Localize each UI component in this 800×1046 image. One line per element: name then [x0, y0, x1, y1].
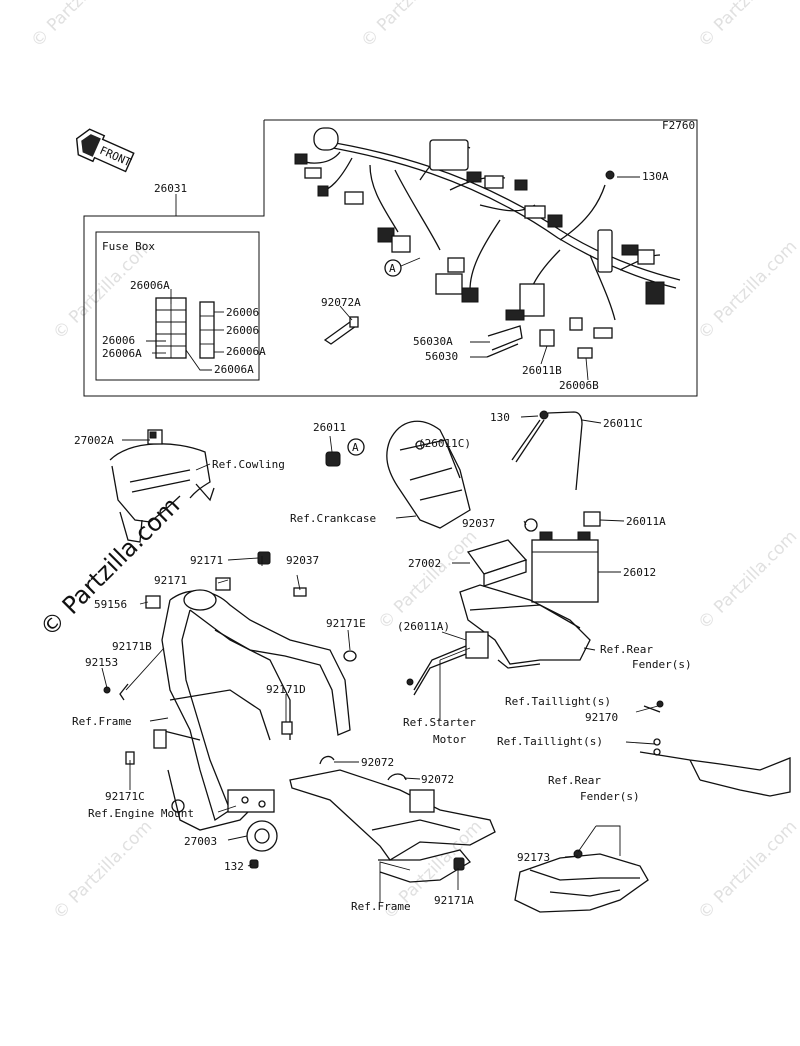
wiring-harness [294, 127, 681, 359]
cable-26011c [511, 410, 601, 527]
part-label-26006a-l: 26006A [102, 347, 142, 360]
rear-fender [514, 849, 649, 913]
watermarks: © Partzilla.com © Partzilla.com © Partzi… [27, 0, 800, 924]
watermark: © Partzilla.com [27, 0, 134, 52]
part-label-26006b: 26006B [559, 379, 599, 392]
part-label-26006-r1: 26006 [226, 306, 259, 319]
watermark: © Partzilla.com [694, 237, 800, 344]
part-label-92170: 92170 [585, 711, 618, 724]
leader-lines [101, 176, 659, 902]
part-label-ref-frame-1: Ref.Frame [72, 715, 132, 728]
part-label-26011c: 26011C [603, 417, 643, 430]
fuse-box-title: Fuse Box [102, 240, 155, 253]
frame-main [159, 589, 351, 831]
bracket-92072a [323, 316, 359, 345]
battery-26012 [531, 531, 599, 603]
part-label-26006-r2: 26006 [226, 324, 259, 337]
part-label-92171-a: 92171 [190, 554, 223, 567]
part-label-92171a: 92171A [434, 894, 474, 907]
callout-letter: A [352, 441, 359, 454]
part-label-ref-cowling: Ref.Cowling [212, 458, 285, 471]
part-label-59156: 59156 [94, 598, 127, 611]
part-label-92171d: 92171D [266, 683, 306, 696]
part-label-27003: 27003 [184, 835, 217, 848]
part-label-ref-crankcase: Ref.Crankcase [290, 512, 376, 525]
part-label-ref-rear-fender-2a: Ref.Rear [548, 774, 601, 787]
ecu-27002 [466, 539, 528, 587]
part-label-26011c-paren: (26011C) [418, 437, 471, 450]
part-label-132: 132 [224, 860, 244, 873]
watermark: © Partzilla.com [49, 817, 156, 924]
horn-27003 [246, 820, 278, 869]
bolt-92037 [524, 518, 538, 532]
part-label-26006a-r: 26006A [226, 345, 266, 358]
rear-subframe [289, 755, 496, 883]
part-label-92173: 92173 [517, 851, 550, 864]
part-label-92072-a: 92072 [361, 756, 394, 769]
part-label-ref-taillight-1: Ref.Taillight(s) [505, 695, 611, 708]
callout-letter: A [389, 262, 396, 275]
part-label-27002: 27002 [408, 557, 441, 570]
part-label-26031: 26031 [154, 182, 187, 195]
part-label-92072a: 92072A [321, 296, 361, 309]
part-label-56030a: 56030A [413, 335, 453, 348]
taillight-assembly [639, 700, 791, 797]
part-label-92037-b: 92037 [286, 554, 319, 567]
figure-code: F2760 [662, 119, 695, 132]
callout-a-harness: A [384, 257, 421, 277]
part-label-92153: 92153 [85, 656, 118, 669]
nut-26011 [325, 451, 341, 467]
part-label-130a: 130A [642, 170, 669, 183]
part-label-92171e: 92171E [326, 617, 366, 630]
watermark: © Partzilla.com [694, 527, 800, 634]
part-label-26012: 26012 [623, 566, 656, 579]
frame-clips [103, 551, 357, 765]
part-label-ref-starter-b: Motor [433, 733, 466, 746]
crankcase-cover [386, 420, 471, 529]
watermark: © Partzilla.com [694, 0, 800, 52]
part-label-92072-b: 92072 [421, 773, 454, 786]
part-label-26011b: 26011B [522, 364, 562, 377]
part-label-ref-rear-fender-2b: Fender(s) [580, 790, 640, 803]
part-label-130: 130 [490, 411, 510, 424]
cowling-bracket [109, 429, 215, 543]
part-label-27002a: 27002A [74, 434, 114, 447]
front-arrow-icon: FRONT [75, 128, 135, 173]
watermark: © Partzilla.com [694, 817, 800, 924]
part-label-26011a-paren: (26011A) [397, 620, 450, 633]
part-label-56030: 56030 [425, 350, 458, 363]
fuse-box: Fuse Box [95, 231, 260, 381]
part-label-26006a-top: 26006A [130, 279, 170, 292]
bands-56030 [486, 325, 523, 358]
part-labels: 130A 26031 26006A 26006 26006 26006 2600… [72, 170, 692, 913]
starter-relay [406, 631, 489, 696]
part-label-ref-rear-fender-1a: Ref.Rear [600, 643, 653, 656]
part-label-26011: 26011 [313, 421, 346, 434]
harness-enclosure [83, 119, 698, 397]
part-label-26006-l: 26006 [102, 334, 135, 347]
part-label-92171-b: 92171 [154, 574, 187, 587]
callout-a-lower: A [347, 438, 365, 456]
part-label-92037-a: 92037 [462, 517, 495, 530]
watermark: © Partzilla.com [357, 0, 464, 52]
watermark: © Partzilla.com [374, 527, 481, 634]
part-label-ref-taillight-2: Ref.Taillight(s) [497, 735, 603, 748]
part-label-ref-engine-mount: Ref.Engine Mount [88, 807, 194, 820]
part-label-ref-starter-a: Ref.Starter [403, 716, 476, 729]
part-label-92171c: 92171C [105, 790, 145, 803]
watermark-large: © Partzilla.com [34, 491, 185, 642]
part-label-ref-rear-fender-1b: Fender(s) [632, 658, 692, 671]
part-label-ref-frame-2: Ref.Frame [351, 900, 411, 913]
part-label-26011a: 26011A [626, 515, 666, 528]
part-label-26006a-bottom: 26006A [214, 363, 254, 376]
part-label-92171b: 92171B [112, 640, 152, 653]
